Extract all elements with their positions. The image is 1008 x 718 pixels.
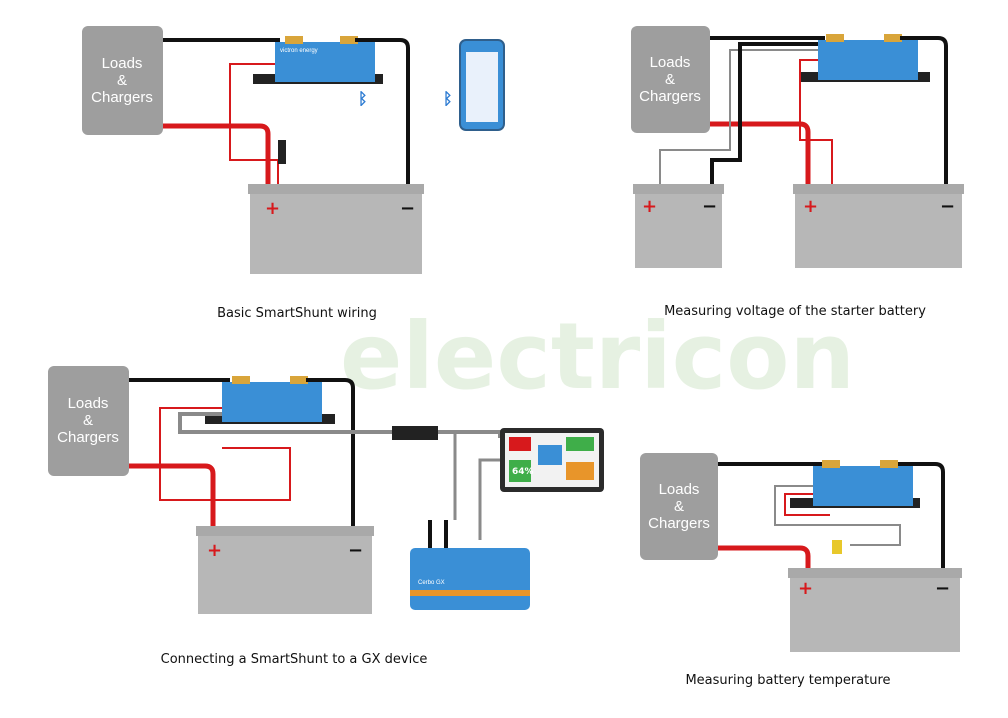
negative-terminal-sign: − <box>935 578 950 599</box>
positive-terminal-sign: + <box>207 540 222 561</box>
caption-basic: Basic SmartShunt wiring <box>217 306 377 321</box>
caption-gx: Connecting a SmartShunt to a GX device <box>161 652 428 667</box>
shunt-terminal <box>880 460 898 468</box>
battery-lid <box>248 184 424 194</box>
cerbo-gx <box>410 548 530 610</box>
box-label-line1: Loads <box>659 481 700 498</box>
loads-chargers-box <box>82 26 163 135</box>
negative-wire-battery <box>898 462 945 568</box>
box-label-line3: Chargers <box>639 88 701 105</box>
battery-lid <box>788 568 962 578</box>
panel-basic-wiring: Loads & Chargers + − victron energy ᛒ ᛒ … <box>82 26 505 321</box>
battery-lid <box>196 526 374 536</box>
sense-wire <box>159 407 291 501</box>
positive-wire <box>718 545 811 568</box>
box-label-line1: Loads <box>68 395 109 412</box>
box-label-line3: Chargers <box>57 429 119 446</box>
shunt-brand: victron energy <box>280 48 318 54</box>
positive-terminal-sign: + <box>798 578 813 599</box>
bluetooth-icon: ᛒ <box>358 89 368 108</box>
shunt-terminal <box>884 34 902 42</box>
temperature-sensor <box>832 540 842 554</box>
cerbo-name: Cerbo GX <box>418 580 445 586</box>
watermark: electricon <box>340 303 855 410</box>
negative-wire-battery <box>900 36 948 184</box>
display-tile <box>566 462 594 480</box>
box-label-line1: Loads <box>650 54 691 71</box>
display-tile <box>538 445 562 465</box>
box-label-line2: & <box>83 412 93 429</box>
positive-terminal-sign: + <box>642 196 657 217</box>
positive-terminal-sign: + <box>265 198 280 219</box>
negative-wire-battery <box>355 38 410 184</box>
positive-wire <box>163 123 271 184</box>
box-label-line3: Chargers <box>648 515 710 532</box>
sense-wire <box>799 59 833 184</box>
panel-battery-temperature: Loads & Chargers + − Measuring battery t… <box>640 453 962 688</box>
starter-battery <box>635 188 722 268</box>
display-tile <box>566 437 594 451</box>
gx-cable <box>478 458 505 540</box>
temperature-sensor-wire <box>774 485 901 546</box>
smartshunt <box>275 42 375 82</box>
sense-wire <box>229 63 279 184</box>
fuse <box>278 140 286 164</box>
box-label-line1: Loads <box>102 55 143 72</box>
caption-starter: Measuring voltage of the starter battery <box>664 304 926 319</box>
battery <box>198 530 372 614</box>
cerbo-stripe <box>410 590 530 596</box>
negative-wire-battery <box>306 378 355 526</box>
negative-terminal-sign: − <box>702 196 717 217</box>
loads-chargers-box <box>640 453 718 560</box>
negative-terminal-sign: − <box>400 198 415 219</box>
box-label-line2: & <box>117 72 127 89</box>
shunt-terminal <box>285 36 303 44</box>
battery-lid <box>633 184 724 194</box>
soc-value: 64% <box>512 467 534 477</box>
battery <box>790 572 960 652</box>
negative-terminal-sign: − <box>348 540 363 561</box>
box-label-line2: & <box>665 71 675 88</box>
starter-sense-wire <box>659 49 818 184</box>
shunt-terminal <box>340 36 358 44</box>
sense-wire <box>784 493 830 516</box>
box-label-line2: & <box>674 498 684 515</box>
shunt-terminal <box>232 376 250 384</box>
phone-screen <box>466 52 498 122</box>
box-label-line3: Chargers <box>91 89 153 106</box>
smartshunt <box>813 466 913 506</box>
starter-negative-wire <box>710 42 818 184</box>
display-tile <box>509 437 531 451</box>
loads-chargers-box <box>48 366 129 476</box>
shunt-terminal <box>822 460 840 468</box>
positive-wire <box>129 463 216 526</box>
loads-chargers-box <box>631 26 710 133</box>
battery-lid <box>793 184 964 194</box>
smartshunt <box>222 382 322 422</box>
ve-direct-connector <box>392 426 438 440</box>
battery <box>250 188 422 274</box>
panel-starter-battery: Loads & Chargers + − + − Measuring volta… <box>631 26 964 319</box>
bluetooth-icon: ᛒ <box>443 89 453 108</box>
positive-wire <box>710 121 811 184</box>
battery <box>795 188 962 268</box>
negative-terminal-sign: − <box>940 196 955 217</box>
caption-temperature: Measuring battery temperature <box>685 673 890 688</box>
smartshunt <box>818 40 918 80</box>
shunt-terminal <box>290 376 308 384</box>
panel-gx-device: Loads & Chargers + − 64% Cerbo GX Co <box>48 366 604 667</box>
shunt-terminal <box>826 34 844 42</box>
display-tile <box>509 460 531 482</box>
positive-terminal-sign: + <box>803 196 818 217</box>
